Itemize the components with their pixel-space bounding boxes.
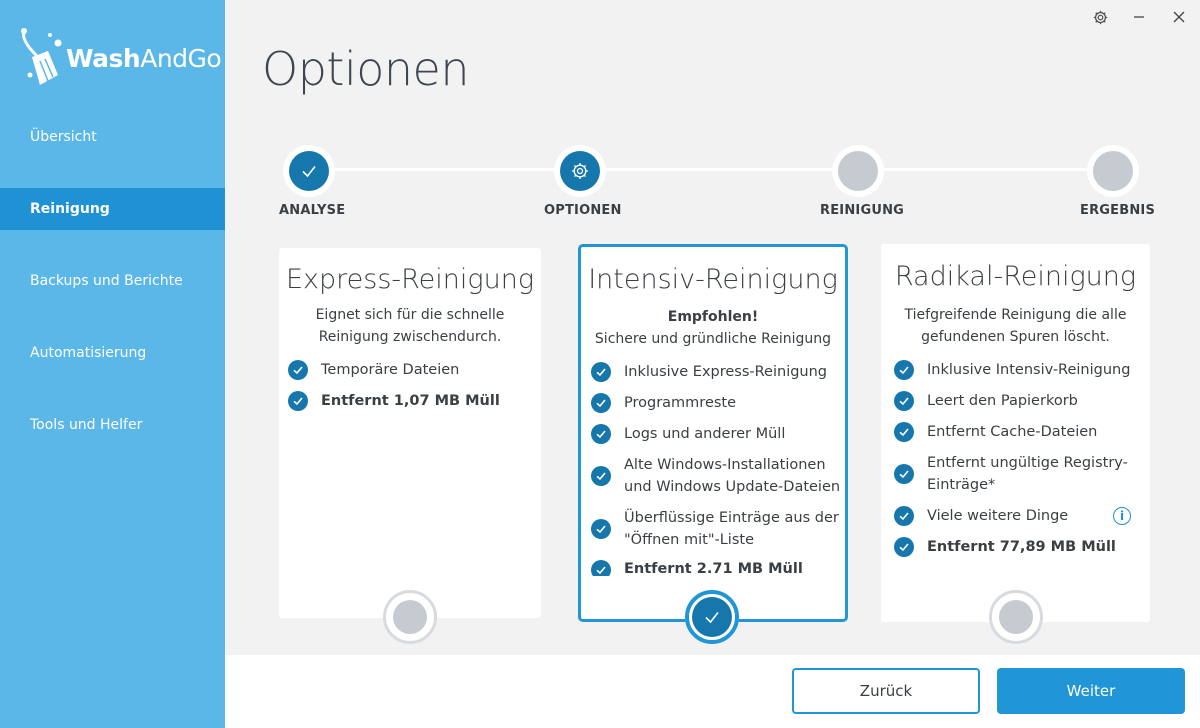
check-icon	[894, 391, 914, 411]
check-icon	[591, 393, 611, 413]
card-title: Express-Reinigung	[285, 264, 535, 295]
back-button[interactable]: Zurück	[792, 668, 980, 714]
step-label-analyse: ANALYSE	[279, 203, 346, 218]
feature-item: Programmreste	[591, 392, 736, 414]
step-analyse	[283, 145, 335, 197]
feature-item: Logs und anderer Müll	[591, 423, 785, 445]
option-card-radikal[interactable]: Radikal-Reinigung Tiefgreifende Reinigun…	[881, 244, 1150, 622]
feature-item: Inklusive Intensiv-Reinigung	[894, 359, 1130, 381]
info-icon[interactable]: i	[1113, 507, 1131, 525]
feature-item: Leert den Papierkorb	[894, 390, 1078, 412]
option-card-intensiv[interactable]: Intensiv-Reinigung Empfohlen! Sichere un…	[578, 244, 848, 622]
check-icon	[894, 506, 914, 526]
radio-intensiv[interactable]	[685, 590, 739, 644]
check-icon	[705, 612, 719, 624]
next-button[interactable]: Weiter	[997, 668, 1185, 714]
feature-item: Entfernt ungültige Registry-Einträge*	[894, 452, 1128, 496]
check-icon	[591, 362, 611, 382]
card-description: Empfohlen! Sichere und gründliche Reinig…	[591, 306, 835, 350]
minimize-icon	[1134, 16, 1144, 18]
step-label-ergebnis: ERGEBNIS	[1080, 203, 1156, 218]
card-description: Eignet sich für die schnelle Reinigung z…	[315, 307, 505, 345]
feature-result: Entfernt 1,07 MB Müll	[288, 390, 500, 412]
sidebar: WashAndGo Übersicht Reinigung Backups un…	[0, 0, 225, 728]
sidebar-item-uebersicht[interactable]: Übersicht	[0, 116, 225, 158]
sidebar-item-label: Automatisierung	[30, 345, 147, 361]
gear-icon	[572, 163, 588, 179]
step-label-reinigung: REINIGUNG	[820, 203, 905, 218]
check-icon	[302, 166, 316, 178]
check-icon	[288, 360, 308, 380]
step-optionen	[554, 145, 606, 197]
feature-item: Inklusive Express-Reinigung	[591, 361, 827, 383]
sidebar-item-automatisierung[interactable]: Automatisierung	[0, 332, 225, 374]
feature-item: Entfernt Cache-Dateien	[894, 421, 1097, 443]
feature-item: Viele weitere Dinge	[894, 505, 1068, 527]
sidebar-item-backups[interactable]: Backups und Berichte	[0, 260, 225, 302]
broom-icon	[21, 28, 62, 85]
gear-icon	[1093, 10, 1107, 24]
check-icon	[288, 391, 308, 411]
check-icon	[591, 466, 611, 486]
feature-result: Entfernt 2.71 MB Müll	[591, 560, 803, 576]
check-icon	[894, 537, 914, 557]
sidebar-item-reinigung[interactable]: Reinigung	[0, 188, 225, 230]
check-icon	[894, 360, 914, 380]
feature-result: Entfernt 77,89 MB Müll	[894, 536, 1116, 558]
card-description: Tiefgreifende Reinigung die alle gefunde…	[904, 307, 1127, 345]
settings-button[interactable]	[1089, 6, 1111, 28]
step-reinigung	[832, 145, 884, 197]
step-label-optionen: OPTIONEN	[544, 203, 622, 218]
recommended-label: Empfohlen!	[667, 309, 759, 325]
sidebar-item-label: Übersicht	[30, 129, 97, 145]
close-icon	[1173, 11, 1185, 23]
card-title: Intensiv-Reinigung	[588, 264, 838, 295]
minimize-button[interactable]	[1128, 6, 1150, 28]
radio-radikal[interactable]	[989, 590, 1043, 644]
check-icon	[591, 424, 611, 444]
check-icon	[894, 464, 914, 484]
sidebar-item-label: Tools und Helfer	[30, 417, 143, 433]
page-title: Optionen	[262, 42, 469, 96]
sidebar-item-tools[interactable]: Tools und Helfer	[0, 404, 225, 446]
feature-item: Überflüssige Einträge aus der"Öffnen mit…	[591, 507, 839, 551]
option-card-express[interactable]: Express-Reinigung Eignet sich für die sc…	[279, 248, 541, 618]
step-ergebnis	[1087, 145, 1139, 197]
feature-item: Temporäre Dateien	[288, 359, 459, 381]
radio-express[interactable]	[383, 590, 437, 644]
sidebar-item-label: Backups und Berichte	[30, 273, 183, 289]
app-logo: WashAndGo	[18, 26, 222, 90]
check-icon	[591, 519, 611, 539]
stepper-line	[308, 168, 1114, 171]
logo-text: WashAndGo	[66, 43, 222, 73]
card-title: Radikal-Reinigung	[894, 261, 1137, 292]
check-icon	[894, 422, 914, 442]
close-button[interactable]	[1168, 6, 1190, 28]
check-icon	[591, 560, 611, 576]
sidebar-item-label: Reinigung	[30, 201, 110, 217]
